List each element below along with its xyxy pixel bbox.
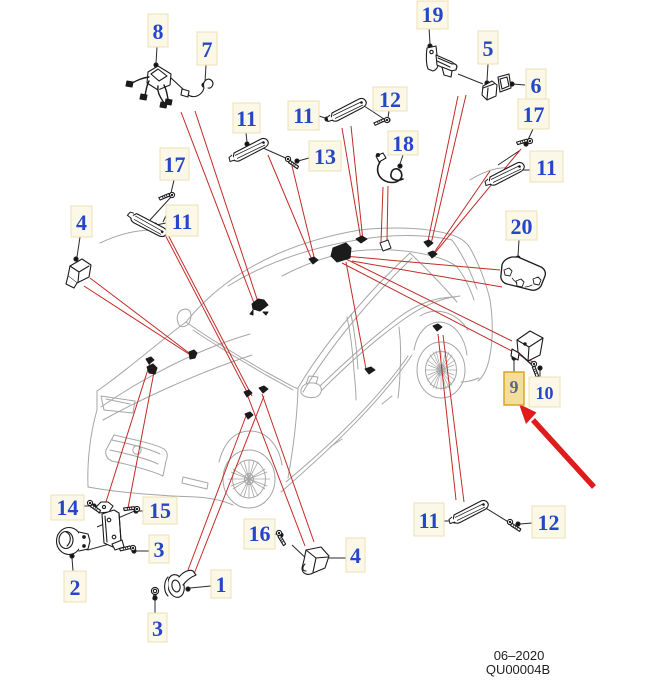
svg-text:14: 14 — [57, 495, 79, 520]
svg-text:QU00004B: QU00004B — [486, 662, 550, 677]
svg-text:11: 11 — [293, 103, 314, 128]
svg-text:18: 18 — [392, 131, 414, 156]
svg-text:19: 19 — [422, 2, 444, 27]
svg-text:4: 4 — [350, 543, 361, 568]
svg-text:3: 3 — [154, 537, 165, 562]
svg-text:20: 20 — [511, 214, 533, 239]
svg-text:16: 16 — [249, 521, 271, 546]
svg-text:12: 12 — [379, 87, 401, 112]
svg-text:1: 1 — [216, 572, 227, 597]
svg-text:8: 8 — [153, 19, 164, 44]
svg-text:12: 12 — [538, 510, 560, 535]
svg-text:4: 4 — [76, 210, 87, 235]
svg-text:11: 11 — [419, 508, 440, 533]
svg-text:5: 5 — [483, 36, 494, 61]
svg-text:6: 6 — [531, 73, 542, 98]
svg-text:9: 9 — [510, 377, 519, 397]
svg-text:2: 2 — [70, 575, 81, 600]
svg-text:17: 17 — [164, 152, 186, 177]
svg-text:17: 17 — [523, 102, 545, 127]
svg-text:06–2020: 06–2020 — [494, 648, 545, 663]
svg-text:7: 7 — [202, 37, 213, 62]
svg-text:11: 11 — [172, 209, 193, 234]
svg-text:3: 3 — [152, 616, 163, 641]
svg-text:11: 11 — [236, 106, 257, 131]
svg-text:11: 11 — [536, 155, 557, 180]
svg-text:10: 10 — [536, 383, 554, 403]
svg-text:15: 15 — [149, 498, 171, 523]
svg-text:13: 13 — [314, 144, 336, 169]
